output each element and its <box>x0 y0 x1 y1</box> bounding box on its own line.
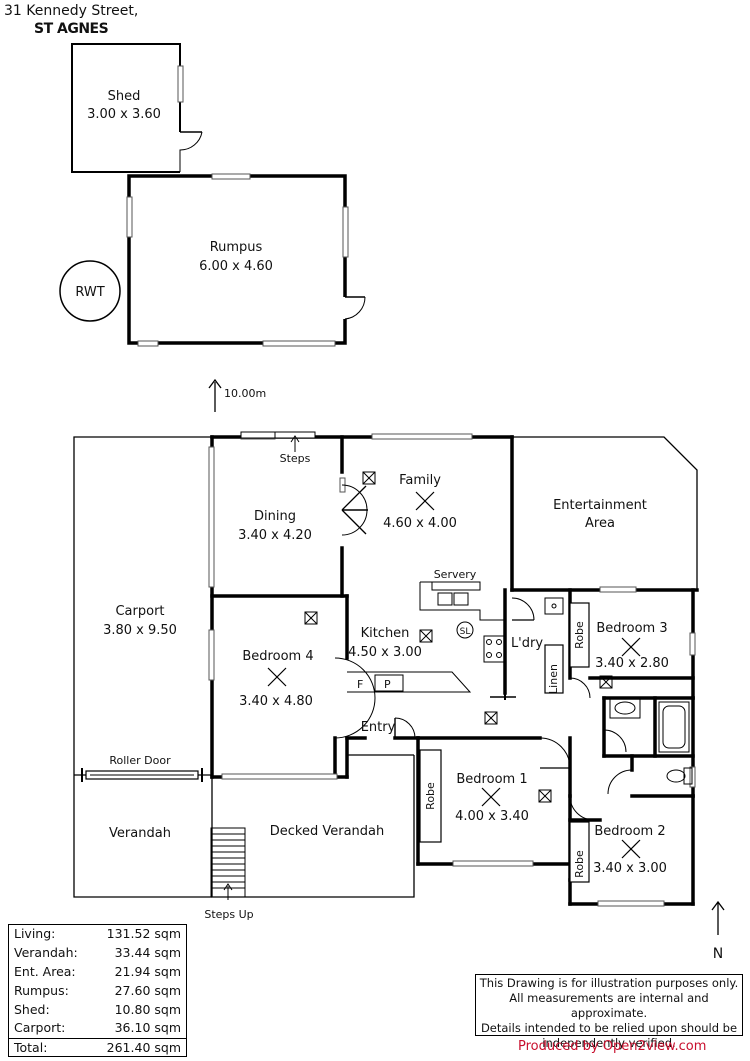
bedroom3-label: Bedroom 3 <box>596 621 667 636</box>
disclaimer-box: This Drawing is for illustration purpose… <box>475 974 743 1050</box>
robe-bedroom2-label: Robe <box>573 850 586 878</box>
bedroom3-dims: 3.40 x 2.80 <box>595 656 669 671</box>
steps-label: Steps <box>280 452 311 465</box>
disclaimer-line: All measurements are internal and approx… <box>509 991 709 1020</box>
pantry-label: P <box>384 678 391 691</box>
sliding-door <box>240 431 316 452</box>
rumpus-dims: 6.00 x 4.60 <box>199 259 273 274</box>
entertainment-label: Entertainment <box>553 498 647 513</box>
fridge-label: F <box>357 678 363 691</box>
laundry-label: L'dry <box>511 636 543 651</box>
rumpus-label: Rumpus <box>210 240 263 255</box>
bedroom2-dims: 3.40 x 3.00 <box>593 861 667 876</box>
rumpus: Rumpus 6.00 x 4.60 <box>126 173 366 347</box>
dining-double-door <box>341 484 368 536</box>
rainwater-tank: RWT <box>59 260 121 322</box>
svg-text:SL: SL <box>460 627 471 637</box>
shed: Shed 3.00 x 3.60 <box>71 43 203 173</box>
servery-label: Servery <box>434 568 477 581</box>
light-fittings <box>304 471 613 803</box>
carport-label: Carport <box>115 604 164 619</box>
doors <box>334 597 633 821</box>
laundry-tub <box>544 597 564 615</box>
area-value: 131.52 sqm <box>106 926 181 941</box>
area-label: Shed: <box>14 1001 50 1017</box>
shed-label: Shed <box>108 89 141 104</box>
carport-dims: 3.80 x 9.50 <box>103 623 177 638</box>
distance-indicator: 10.00m <box>208 378 266 412</box>
robe-bedroom1-label: Robe <box>424 782 437 810</box>
steps-up-label: Steps Up <box>204 908 253 921</box>
smoke-alarm: SL <box>456 621 474 639</box>
decked-verandah-label: Decked Verandah <box>270 824 385 839</box>
distance-label: 10.00m <box>224 387 266 400</box>
bedroom1-dims: 4.00 x 3.40 <box>455 809 529 824</box>
area-value: 36.10 sqm <box>114 1020 181 1036</box>
disclaimer-line: Details intended to be relied upon shoul… <box>480 1021 738 1035</box>
bedroom4-label: Bedroom 4 <box>242 649 313 664</box>
area-row: Verandah: 33.44 sqm <box>9 944 186 963</box>
ceiling-fans <box>267 491 641 859</box>
address-suburb: ST AGNES <box>34 21 109 37</box>
roller-door-label: Roller Door <box>109 754 171 767</box>
north-arrow: N <box>711 900 725 962</box>
family-dims: 4.60 x 4.00 <box>383 516 457 531</box>
area-label: Ent. Area: <box>14 963 76 979</box>
roller-door <box>81 768 203 782</box>
bedroom1-label: Bedroom 1 <box>456 772 527 787</box>
area-total-value: 261.40 sqm <box>106 1040 181 1056</box>
windows <box>208 433 696 907</box>
robes <box>419 602 590 883</box>
robe-bedroom3-label: Robe <box>573 621 586 649</box>
dining-label: Dining <box>254 509 296 524</box>
area-row: Rumpus: 27.60 sqm <box>9 982 186 1001</box>
verandah-label: Verandah <box>109 826 171 841</box>
dining-dims: 3.40 x 4.20 <box>238 528 312 543</box>
area-row: Living: 131.52 sqm <box>9 925 186 944</box>
steps-up-stair <box>210 827 246 900</box>
disclaimer-line: independently verified. <box>542 1036 676 1050</box>
area-total-row: Total: 261.40 sqm <box>9 1038 186 1058</box>
linen-label: Linen <box>547 664 560 694</box>
area-value: 21.94 sqm <box>114 963 181 979</box>
area-label: Rumpus: <box>14 982 69 998</box>
disclaimer-line: This Drawing is for illustration purpose… <box>479 976 739 990</box>
address-street: 31 Kennedy Street, <box>4 3 139 19</box>
area-row: Ent. Area: 21.94 sqm <box>9 963 186 982</box>
area-value: 10.80 sqm <box>114 1001 181 1017</box>
producer-credit: Produced by Open2view.com <box>518 1039 707 1054</box>
family-label: Family <box>399 473 441 488</box>
kitchen-label: Kitchen <box>361 626 410 641</box>
bedroom4-dims: 3.40 x 4.80 <box>239 694 313 709</box>
shed-dims: 3.00 x 3.60 <box>87 107 161 122</box>
area-row: Shed: 10.80 sqm <box>9 1001 186 1020</box>
entry-label: Entry <box>361 720 396 735</box>
kitchen-fittings <box>347 581 516 700</box>
bedroom2-label: Bedroom 2 <box>594 824 665 839</box>
area-value: 27.60 sqm <box>114 982 181 998</box>
area-total-label: Total: <box>14 1040 48 1056</box>
area-label: Carport: <box>14 1020 66 1036</box>
area-label: Verandah: <box>14 944 78 960</box>
rwt-label: RWT <box>75 285 104 300</box>
bathroom-fittings <box>609 697 693 785</box>
north-label: N <box>713 946 723 962</box>
area-row: Carport: 36.10 sqm <box>9 1019 186 1038</box>
area-value: 33.44 sqm <box>114 944 181 960</box>
area-label: Living: <box>14 926 56 941</box>
kitchen-dims: 4.50 x 3.00 <box>348 645 422 660</box>
entertainment-label-2: Area <box>585 516 615 531</box>
